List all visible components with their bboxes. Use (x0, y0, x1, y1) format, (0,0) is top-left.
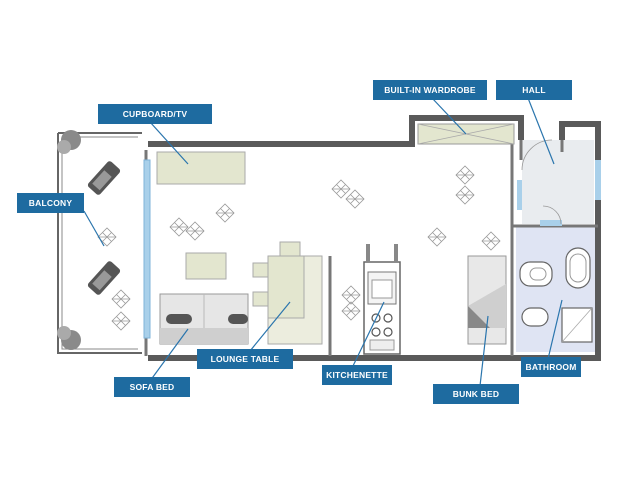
deck-chair-icon (87, 161, 121, 195)
plant-icon (57, 326, 71, 340)
balcony-area (57, 130, 142, 354)
bunk-bed (467, 255, 507, 345)
label-sofa-bed: SOFA BED (114, 377, 190, 397)
deck-chair-icon (87, 261, 121, 295)
walls (148, 115, 601, 361)
plant-icon (57, 140, 71, 154)
interior-walls (144, 138, 598, 356)
label-built-in-wardrobe: BUILT-IN WARDROBE (373, 80, 487, 100)
label-hall: HALL (496, 80, 572, 100)
lounge-table (252, 241, 323, 345)
cupboard-tv (156, 151, 246, 185)
bidet-icon (521, 307, 549, 327)
label-bathroom: BATHROOM (521, 357, 581, 377)
coffee-table (185, 252, 227, 280)
label-kitchenette: KITCHENETTE (322, 365, 392, 385)
washbasin-icon (519, 261, 553, 287)
kitchenette (363, 244, 401, 355)
hall-floor (522, 140, 594, 224)
label-lounge-table: LOUNGE TABLE (197, 349, 293, 369)
label-balcony: BALCONY (17, 193, 84, 213)
toilet-icon (565, 247, 591, 289)
hall-door-swing (521, 139, 553, 171)
windows (143, 159, 601, 339)
bathroom-fixtures (519, 247, 593, 343)
label-cupboard-tv: CUPBOARD/TV (98, 104, 212, 124)
leader-lines (83, 97, 563, 387)
bathroom-door-swing (542, 205, 562, 225)
sofa-bed (159, 293, 249, 345)
label-bunk-bed: BUNK BED (433, 384, 519, 404)
